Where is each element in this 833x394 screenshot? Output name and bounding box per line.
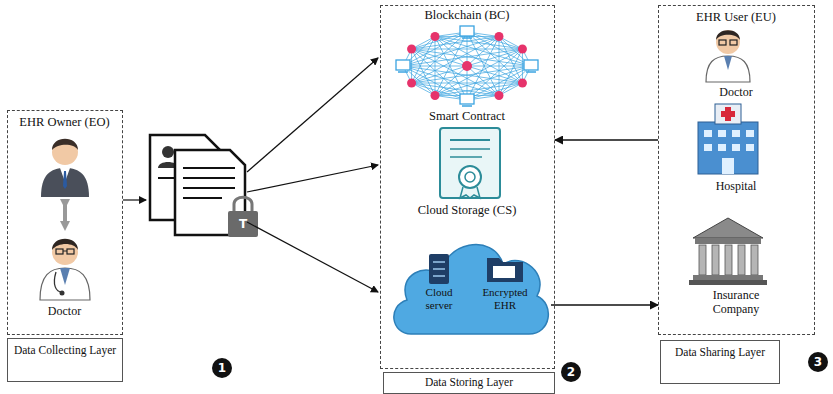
layer-label-box: Data Storing Layer	[383, 372, 555, 394]
lock-letter: T	[233, 216, 253, 232]
callout-circle	[212, 358, 232, 378]
insurance-icon	[689, 218, 767, 285]
owner-icon	[41, 139, 89, 197]
callout-circle	[561, 362, 581, 382]
hospital-icon	[698, 104, 758, 174]
doctor-icon	[706, 30, 750, 82]
layer-label-box: Data Collecting Layer	[7, 338, 123, 382]
owner-group-box: EHR Owner (EO) Doctor	[7, 110, 123, 335]
flow-arrow	[247, 58, 378, 172]
flow-arrow	[247, 165, 378, 192]
connector-arrow	[551, 304, 658, 305]
cloud-shape: Cloud serverEncrypted EHR	[389, 222, 551, 340]
group-heading: Blockchain (BC)	[381, 8, 553, 22]
node-text: Insurance Company	[697, 289, 775, 317]
flow-arrow	[123, 199, 146, 200]
node-text: Doctor	[8, 305, 121, 319]
node-text: Doctor	[659, 86, 813, 100]
group-heading: EHR User (EU)	[659, 10, 813, 24]
blockchain-network	[396, 26, 538, 106]
node-text: Cloud server	[411, 286, 467, 311]
node-text: Data Storing Layer	[384, 376, 554, 389]
document-icon	[150, 135, 258, 237]
connector-arrow	[555, 139, 658, 140]
node-text: Cloud Storage (CS)	[381, 203, 553, 217]
doctor-icon	[40, 239, 90, 300]
node-text: Hospital	[659, 180, 813, 194]
callout-number: 2	[561, 364, 581, 380]
contract-icon	[440, 128, 500, 198]
callout-number: 1	[212, 360, 232, 376]
flow-arrow	[247, 222, 378, 292]
group-heading: EHR Owner (EO)	[8, 115, 121, 129]
layer-label-box: Data Sharing Layer	[660, 340, 780, 384]
callout-number: 3	[808, 354, 828, 370]
storing-group-box: Blockchain (BC) Smart ContractCloud Stora…	[380, 5, 555, 369]
node-text: Encrypted EHR	[473, 286, 537, 311]
callout-circle	[808, 352, 828, 372]
cloud-outline	[389, 222, 551, 340]
node-text: Data Collecting Layer	[8, 344, 122, 357]
node-text: Smart Contract	[381, 109, 553, 123]
user-group-box: EHR User (EU) DoctorHospitalInsurance Com…	[658, 5, 815, 335]
node-text: Data Sharing Layer	[661, 346, 779, 359]
double-arrow	[63, 204, 67, 226]
